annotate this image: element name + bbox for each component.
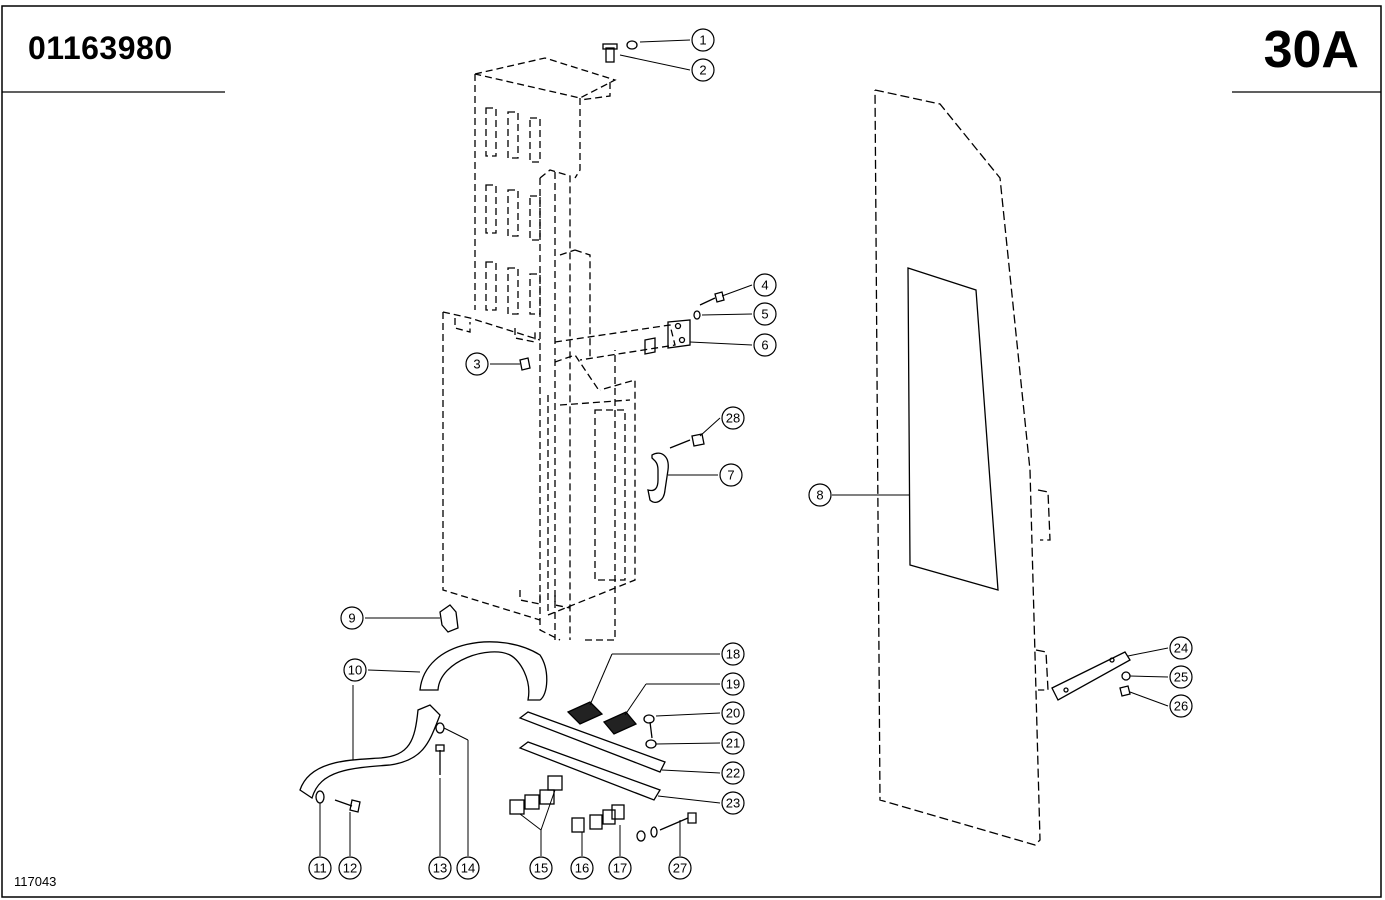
spacer-part-15 [509, 775, 563, 815]
svg-text:9: 9 [348, 611, 355, 626]
bracket-part-6 [644, 319, 691, 355]
pad-part-19 [602, 711, 638, 735]
bolt-part-28 [669, 433, 705, 449]
svg-text:22: 22 [726, 766, 740, 781]
callout-26: 26 [1169, 694, 1193, 718]
callout-4: 4 [753, 273, 777, 297]
bolt-part-4 [699, 291, 725, 306]
nut-part-3 [519, 357, 531, 371]
callout-2: 2 [691, 58, 715, 82]
callout-6: 6 [753, 333, 777, 357]
image-code: 117043 [14, 874, 57, 889]
svg-text:25: 25 [1174, 670, 1188, 685]
callout-3: 3 [465, 352, 489, 376]
svg-text:13: 13 [433, 861, 447, 876]
callout-14: 14 [456, 856, 480, 880]
door-panel-part-8 [874, 89, 1051, 846]
svg-text:18: 18 [726, 647, 740, 662]
svg-text:3: 3 [473, 357, 480, 372]
callout-21: 21 [721, 731, 745, 755]
callout-1: 1 [691, 28, 715, 52]
callout-19: 19 [721, 672, 745, 696]
leader-lines [319, 39, 1169, 856]
svg-text:1: 1 [699, 33, 706, 48]
svg-text:20: 20 [726, 706, 740, 721]
svg-text:19: 19 [726, 677, 740, 692]
svg-text:8: 8 [816, 488, 823, 503]
callout-25: 25 [1169, 665, 1193, 689]
washer-part-14 [435, 722, 445, 734]
strap-part-10 [419, 641, 548, 701]
callout-12: 12 [338, 856, 362, 880]
svg-text:7: 7 [727, 468, 734, 483]
bolt-part-2 [602, 43, 618, 63]
bolt-part-20 [643, 714, 655, 739]
callout-20: 20 [721, 701, 745, 725]
svg-text:14: 14 [461, 861, 475, 876]
svg-text:26: 26 [1174, 699, 1188, 714]
bracket-assembly [442, 57, 676, 641]
callout-17: 17 [608, 856, 632, 880]
door-window [907, 267, 999, 591]
svg-text:21: 21 [726, 736, 740, 751]
callout-7: 7 [719, 463, 743, 487]
svg-text:6: 6 [761, 338, 768, 353]
bar-part-23 [518, 741, 661, 801]
pad-part-18 [566, 701, 604, 725]
svg-text:11: 11 [313, 861, 327, 876]
callout-15: 15 [529, 856, 553, 880]
callout-27: 27 [668, 856, 692, 880]
callout-11: 11 [308, 856, 332, 880]
bar-part-22 [518, 711, 666, 773]
svg-text:5: 5 [761, 307, 768, 322]
svg-text:27: 27 [673, 861, 687, 876]
callout-10: 10 [343, 658, 367, 682]
washer-part-25 [1121, 671, 1131, 681]
callout-24: 24 [1169, 636, 1193, 660]
svg-text:23: 23 [726, 796, 740, 811]
callout-18: 18 [721, 642, 745, 666]
washer-part-1 [626, 40, 638, 50]
callout-22: 22 [721, 761, 745, 785]
bolt-part-27 [636, 812, 697, 842]
bolt-part-12 [334, 799, 361, 813]
svg-text:4: 4 [761, 278, 768, 293]
svg-text:16: 16 [575, 861, 589, 876]
svg-text:17: 17 [613, 861, 627, 876]
spacer-part-17 [589, 804, 625, 830]
svg-text:2: 2 [699, 63, 706, 78]
callout-23: 23 [721, 791, 745, 815]
callout-8: 8 [808, 483, 832, 507]
svg-text:28: 28 [726, 411, 740, 426]
part-number: 01163980 [28, 30, 173, 66]
callout-16: 16 [570, 856, 594, 880]
callout-13: 13 [428, 856, 452, 880]
nut-part-26 [1119, 685, 1131, 697]
callout-9: 9 [340, 606, 364, 630]
svg-text:24: 24 [1174, 641, 1188, 656]
handle-part-7 [647, 452, 669, 503]
svg-text:15: 15 [534, 861, 548, 876]
sheet-border [1, 5, 1382, 898]
callout-28: 28 [721, 406, 745, 430]
washer-part-11 [315, 790, 325, 804]
strap-part-24 [1051, 651, 1131, 701]
bolt-part-13 [435, 744, 445, 775]
svg-text:12: 12 [343, 861, 357, 876]
page-code: 30A [1263, 21, 1359, 79]
elbow-part-9 [439, 604, 459, 633]
callout-5: 5 [753, 302, 777, 326]
washer-part-5 [693, 310, 701, 320]
washer-part-21 [645, 739, 657, 749]
spacer-part-16 [571, 817, 585, 833]
strap-part-10-lower [299, 704, 441, 800]
svg-text:10: 10 [348, 663, 362, 678]
